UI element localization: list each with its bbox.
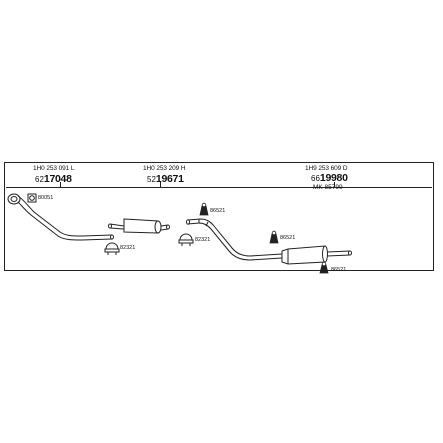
clamp-2-base	[178, 239, 194, 244]
rear-silencer-end-cap	[322, 245, 328, 263]
centre-silencer	[108, 218, 170, 234]
gasket-icon	[27, 193, 37, 203]
clamp-1-label: 82321	[120, 245, 136, 251]
hanger-icon	[199, 202, 209, 216]
gasket-label: 80051	[38, 195, 54, 201]
part-tick-rear-silencer	[334, 182, 335, 187]
rear-silencer-code-main: 19980	[319, 172, 348, 184]
clamp-1-base	[104, 248, 120, 253]
centre-silencer-inlet-end	[108, 223, 112, 229]
centre-silencer-code-main: 19671	[155, 173, 184, 185]
gasket-outline	[27, 193, 37, 203]
hanger-2-body	[269, 233, 279, 244]
gasket-hole	[29, 195, 35, 201]
hanger-3-label: 86521	[331, 267, 347, 273]
front-pipe	[7, 193, 114, 241]
hanger-1-body	[199, 205, 209, 216]
rear-silencer-code: 6619980	[311, 173, 348, 184]
clamp-2-label: 82321	[195, 237, 211, 243]
clamp-2-arc	[179, 233, 193, 241]
front-pipe-code-prefix: 62	[35, 175, 44, 184]
rear-pipe-lower-edge	[187, 222, 283, 261]
front-pipe-lower-edge	[17, 201, 113, 241]
rear-pipe-sleeve	[198, 219, 209, 227]
rear-silencer-code-prefix: 66	[311, 174, 320, 183]
front-pipe-upper-edge	[17, 195, 113, 237]
hanger-1-label: 86521	[210, 208, 226, 214]
hanger-icon	[319, 261, 329, 274]
front-pipe-outlet	[110, 234, 114, 240]
hanger-2-label: 86521	[280, 235, 296, 241]
hanger-1-eye	[201, 202, 207, 208]
centre-silencer-oe-ref: 1H0 253 209 H	[143, 165, 186, 172]
diagram-frame	[4, 162, 434, 271]
part-tick-front-pipe	[60, 182, 61, 187]
rear-silencer-oe-ref: 1H9 253 609 D	[305, 165, 348, 172]
centre-silencer-code: 5219671	[147, 174, 184, 185]
rear-pipe-upper-edge	[187, 218, 283, 257]
clamp-icon	[178, 233, 194, 246]
front-pipe-oe-ref: 1H0 253 091 L	[33, 165, 75, 172]
centre-silencer-body	[123, 218, 159, 234]
rear-silencer	[281, 245, 352, 265]
centre-silencer-inlet-top	[109, 223, 125, 227]
front-pipe-flange-bore	[10, 196, 18, 202]
part-tick-centre-silencer	[160, 182, 161, 187]
front-pipe-flange	[7, 193, 21, 205]
header-divider	[6, 187, 432, 188]
hanger-2-eye	[271, 230, 277, 236]
clamp-1-bolts	[107, 252, 117, 255]
hanger-icon	[269, 230, 279, 244]
centre-silencer-end-cap	[154, 220, 162, 234]
front-pipe-code: 6217048	[35, 174, 72, 185]
rear-silencer-mk-ref: MK 85799	[313, 184, 343, 191]
front-pipe-code-main: 17048	[43, 173, 72, 185]
centre-silencer-inlet-bottom	[109, 227, 125, 230]
tail-pipe-end	[348, 250, 352, 256]
clamp-icon	[104, 242, 120, 255]
centre-silencer-outlet-end	[166, 224, 170, 230]
clamp-1-arc	[105, 242, 119, 250]
clamp-2-bolts	[181, 243, 191, 246]
tail-pipe-bottom	[326, 254, 351, 257]
hanger-3-eye	[321, 261, 327, 267]
hanger-3-body	[319, 264, 329, 274]
tail-pipe-top	[326, 250, 351, 253]
centre-silencer-code-prefix: 52	[147, 175, 156, 184]
rear-pipe	[186, 218, 283, 261]
